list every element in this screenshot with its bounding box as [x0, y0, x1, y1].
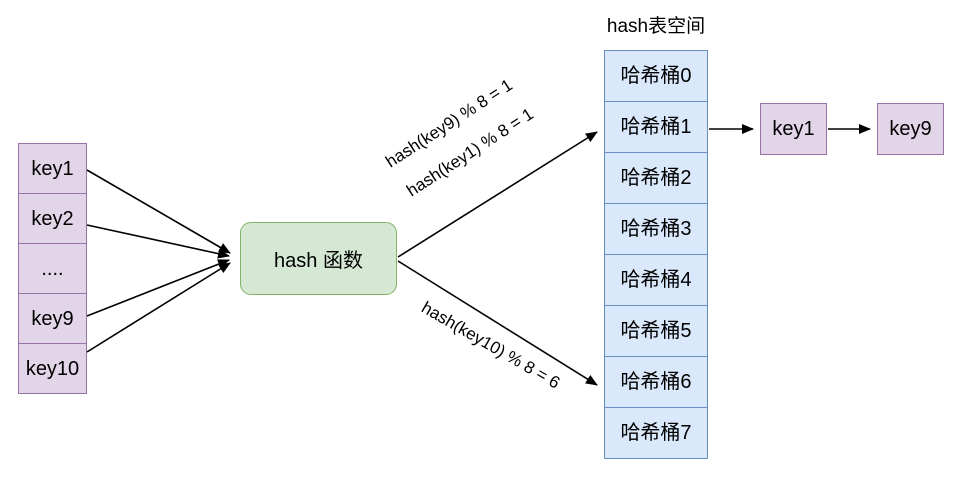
edge-label-hash-key10: hash(key10) % 8 = 6 [418, 298, 563, 393]
edge-label-hash-key1: hash(key1) % 8 = 1 [403, 104, 537, 200]
key-list-column: key1 key2 .... key9 key10 [18, 143, 87, 394]
arrow-key1-to-hash [86, 169, 231, 254]
bucket-3: 哈希桶3 [604, 203, 708, 255]
bucket-5: 哈希桶5 [604, 305, 708, 357]
bucket-6: 哈希桶6 [604, 356, 708, 408]
arrow-key2-to-hash [86, 224, 230, 259]
bucket-column: 哈希桶0 哈希桶1 哈希桶2 哈希桶3 哈希桶4 哈希桶5 哈希桶6 哈希桶7 [604, 50, 708, 459]
chain-node-key9: key9 [877, 103, 944, 155]
bucket-0: 哈希桶0 [604, 50, 708, 102]
bucket-1: 哈希桶1 [604, 101, 708, 153]
edge-label-hash-key9: hash(key9) % 8 = 1 [382, 75, 516, 171]
arrow-key10-to-hash [86, 262, 231, 353]
key-cell-key9: key9 [18, 293, 87, 344]
hash-function-box: hash 函数 [240, 222, 397, 295]
key-cell-key1: key1 [18, 143, 87, 194]
chain-node-key1: key1 [760, 103, 827, 155]
arrow-hash-to-bucket6 [397, 260, 598, 386]
bucket-4: 哈希桶4 [604, 254, 708, 306]
bucket-7: 哈希桶7 [604, 407, 708, 459]
arrow-key9-to-hash [86, 259, 230, 317]
key-cell-key10: key10 [18, 343, 87, 394]
arrow-hash-to-bucket1 [397, 131, 598, 258]
hash-table-space-title: hash表空间 [606, 16, 706, 37]
bucket-2: 哈希桶2 [604, 152, 708, 204]
key-cell-ellipsis: .... [18, 243, 87, 294]
key-cell-key2: key2 [18, 193, 87, 244]
